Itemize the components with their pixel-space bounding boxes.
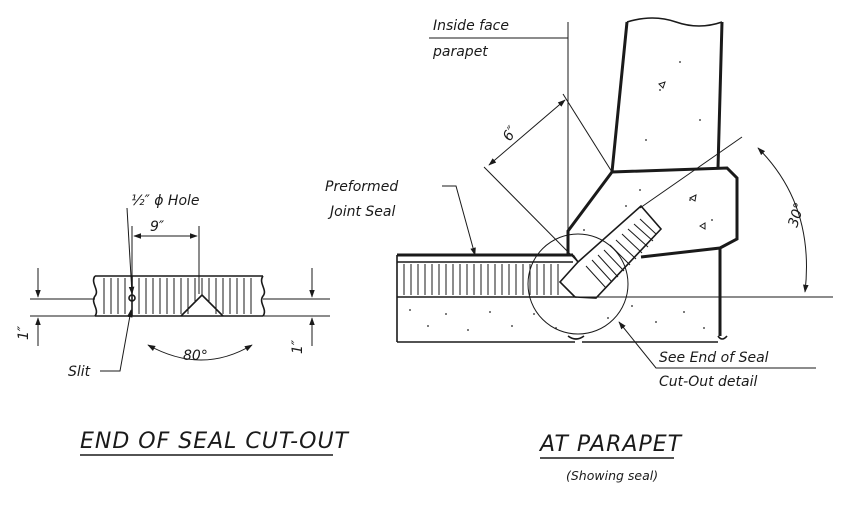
at-parapet-detail: Inside face parapet 6″ 30° Preformed Joi… (325, 17, 833, 483)
offset-label: 6″ (500, 123, 522, 144)
angle-dimension (578, 136, 833, 298)
parapet-label-line2: parapet (432, 44, 488, 60)
hole-label: ½″ ϕ Hole (131, 193, 200, 209)
slit-leader (100, 309, 133, 372)
slab-breaks (567, 335, 728, 340)
cutout-title: END OF SEAL CUT-OUT (80, 429, 350, 454)
width-label: 9″ (150, 219, 165, 235)
parapet-subtitle: (Showing seal) (566, 468, 658, 483)
callout-line2: Cut-Out detail (659, 374, 757, 390)
seal-label-line1: Preformed (325, 179, 398, 195)
concrete-stipple (409, 61, 713, 331)
slit-label: Slit (68, 364, 91, 380)
depth-extension-lines (30, 298, 330, 317)
callout-line1: See End of Seal (659, 350, 769, 366)
left-depth-label: 1″ (16, 325, 32, 340)
angle-arc (147, 344, 253, 361)
seal-outline (95, 275, 263, 317)
angled-seal (574, 204, 663, 299)
cutout-callout-circle (527, 233, 629, 335)
angled-seal-hatching (585, 218, 657, 289)
parapet-wall (610, 21, 724, 173)
deck-slab-outline (396, 255, 718, 343)
angle-label: 80° (183, 348, 208, 364)
angle-label: 30° (786, 201, 809, 229)
seal-hatching (103, 278, 252, 314)
parapet-title: AT PARAPET (538, 432, 683, 457)
offset-dimension (483, 93, 613, 263)
break-mark-left (92, 275, 98, 317)
hole-leader (126, 207, 135, 295)
width-dimension (131, 226, 200, 294)
parapet-label-line1: Inside face (433, 18, 509, 34)
parapet-wall-break (626, 17, 723, 27)
callout-leader (618, 321, 816, 369)
seal-label-line2: Joint Seal (327, 204, 395, 220)
parapet-lower-block (566, 166, 739, 259)
end-of-seal-cutout-detail: 1″ 1″ 9″ ½″ ϕ Hole Slit 80° END OF SEAL … (16, 193, 350, 456)
parapet-wall-base (611, 167, 719, 173)
right-depth-label: 1″ (290, 339, 306, 354)
v-notch (180, 293, 224, 317)
break-mark-right (260, 275, 266, 317)
seal-leader (442, 185, 476, 256)
hole-circle (128, 294, 136, 302)
deck-seal-hatching (403, 264, 559, 295)
